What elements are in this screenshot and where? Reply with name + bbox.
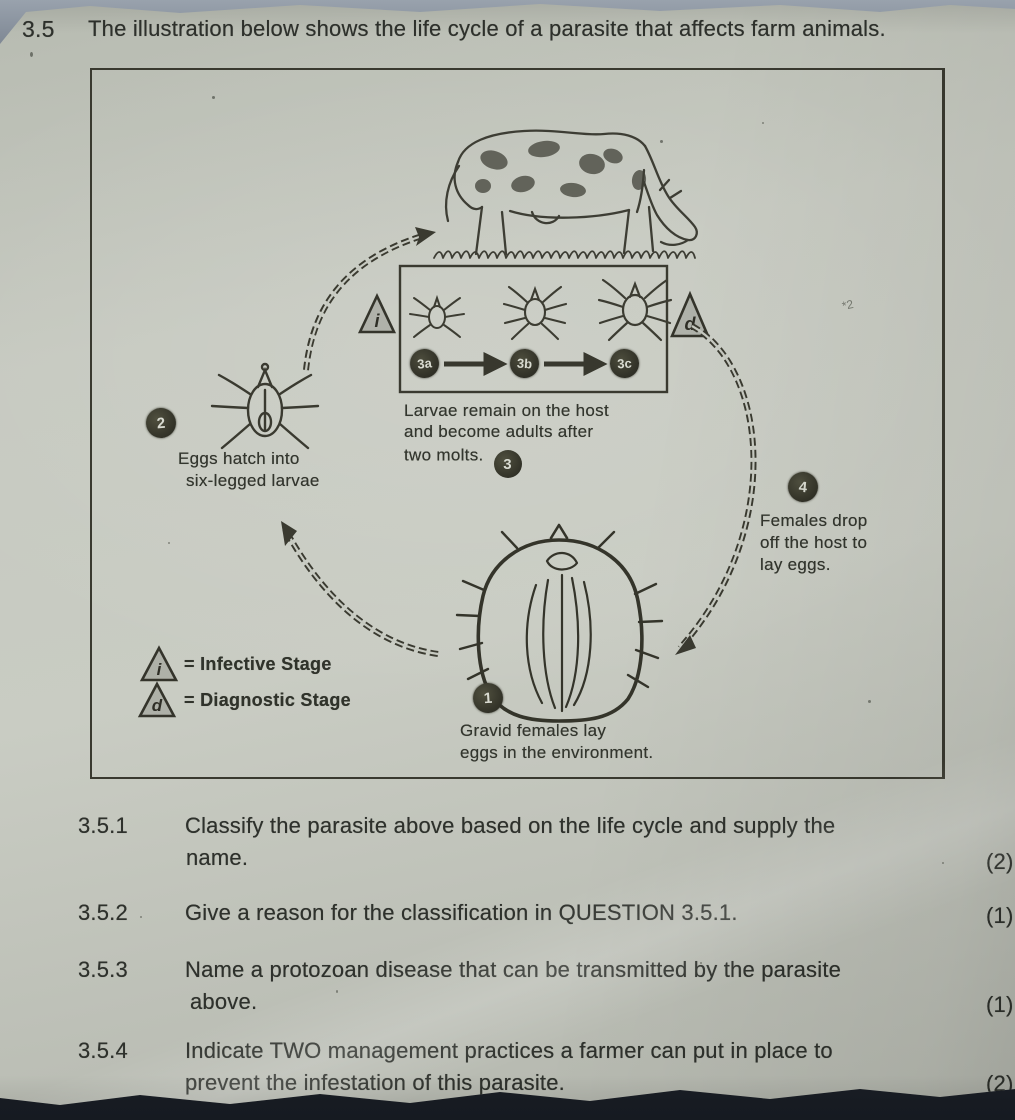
cycle-arrow-up-to-host [303, 227, 436, 371]
svg-text:d: d [152, 696, 163, 715]
tick-stage-large [597, 278, 673, 342]
stage2-label-line1: Eggs hatch into [178, 449, 300, 468]
sub-question-number: 3.5.3 [78, 957, 128, 982]
caption-line-1: Larvae remain on the host [404, 401, 610, 420]
stage4-label-line1: Females drop [760, 511, 868, 530]
question-text-line: name. [186, 845, 249, 870]
stage2-label-line2: six-legged larvae [186, 471, 320, 490]
inner-box-caption: Larvae remain on the host and become adu… [404, 400, 654, 478]
legend-infective-label: = Infective Stage [184, 654, 332, 674]
cow-spots [475, 140, 647, 198]
gravid-female-legs [455, 530, 664, 689]
caption-line-3: two molts.3 [404, 442, 654, 478]
cow-sketch [433, 129, 698, 259]
tick-stage-small [409, 294, 465, 338]
sub-question-number: 3.5.2 [78, 900, 128, 925]
stage4-label-line2: off the host to [760, 533, 868, 552]
stage-badge-3: 3 [493, 450, 522, 478]
question-number: 3.5 [22, 16, 55, 42]
question-text-line: Indicate TWO management practices a farm… [185, 1038, 833, 1063]
question-text-line: above. [190, 989, 258, 1014]
legend-infective-triangle: i [139, 645, 179, 682]
cycle-arrow-eggs-to-larva [281, 521, 439, 657]
marks-allocation: (1) [986, 903, 1014, 928]
svg-text:i: i [374, 311, 380, 331]
legend-diagnostic-triangle: d [137, 681, 177, 718]
question-text-line: Classify the parasite above based on the… [185, 813, 836, 838]
question-intro-text: The illustration below shows the life cy… [88, 16, 886, 41]
stage1-label-line1: Gravid females lay [460, 721, 607, 740]
sub-question-number: 3.5.4 [78, 1038, 128, 1063]
svg-text:i: i [157, 660, 163, 679]
question-text-line: Name a protozoan disease that can be tra… [185, 957, 842, 982]
larva-stages-frame [398, 264, 669, 394]
question-text-line: prevent the infestation of this parasite… [185, 1070, 565, 1095]
life-cycle-drawing: i d [137, 129, 757, 723]
gravid-female-sketch [455, 523, 664, 723]
question-text-line: Give a reason for the classification in … [185, 900, 738, 925]
diagnostic-marker-triangle: d [670, 290, 710, 338]
cycle-arrow-down-from-host [675, 323, 757, 655]
grass-strokes [433, 250, 696, 259]
sub-question-number: 3.5.1 [78, 813, 128, 838]
caption-line-2: and become adults after [404, 422, 594, 441]
tick-stage-medium [502, 285, 568, 341]
legend-diagnostic-label: = Diagnostic Stage [184, 690, 351, 710]
stage-progression-arrows [444, 351, 608, 377]
stage1-label-line2: eggs in the environment. [460, 743, 654, 762]
marks-allocation: (2) [986, 1071, 1014, 1096]
infective-marker-triangle: i [357, 292, 397, 334]
stage4-label-line3: lay eggs. [760, 555, 831, 574]
marks-allocation: (1) [986, 992, 1014, 1017]
life-cycle-diagram-box: i d [90, 68, 945, 779]
marks-allocation: (2) [986, 849, 1014, 874]
six-legged-larva-sketch [210, 362, 320, 450]
